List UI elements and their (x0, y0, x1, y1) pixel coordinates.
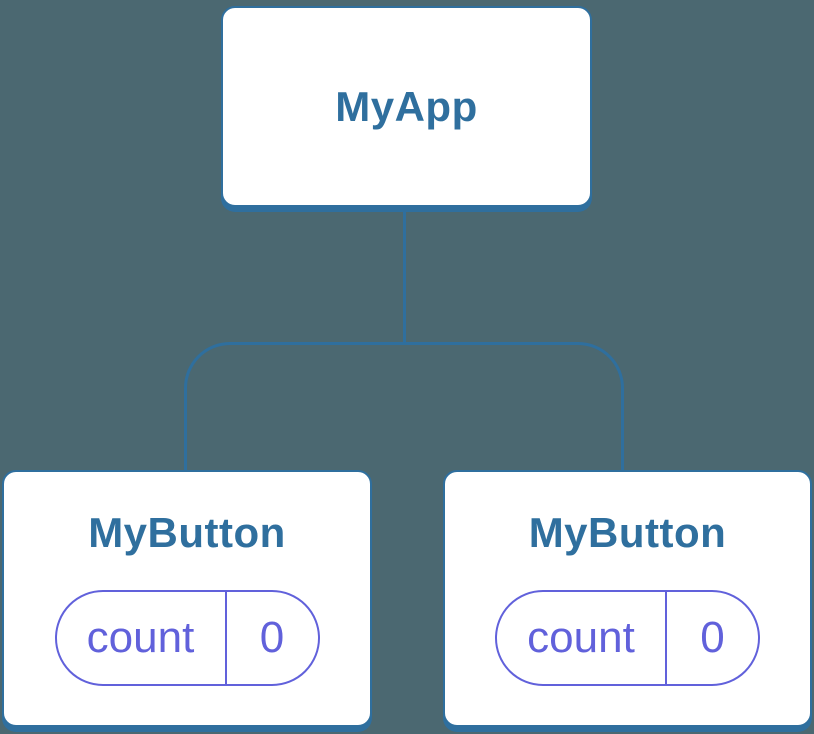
state-value: 0 (259, 612, 285, 662)
component-name: MyButton (88, 508, 286, 556)
tree-edge-stem (403, 205, 406, 345)
component-name: MyButton (528, 508, 727, 556)
state-value: 0 (700, 612, 725, 662)
component-name: MyApp (335, 82, 478, 130)
tree-edge-branch (184, 342, 624, 474)
state-key-label: count (497, 591, 667, 684)
myapp-node: MyApp (221, 6, 592, 207)
mybutton-node-right: MyButton count 0 (443, 470, 812, 727)
state-key-label: count (57, 591, 227, 684)
state-pill: count 0 (54, 589, 320, 686)
mybutton-node-left: MyButton count 0 (2, 470, 372, 727)
state-pill: count 0 (495, 589, 760, 686)
